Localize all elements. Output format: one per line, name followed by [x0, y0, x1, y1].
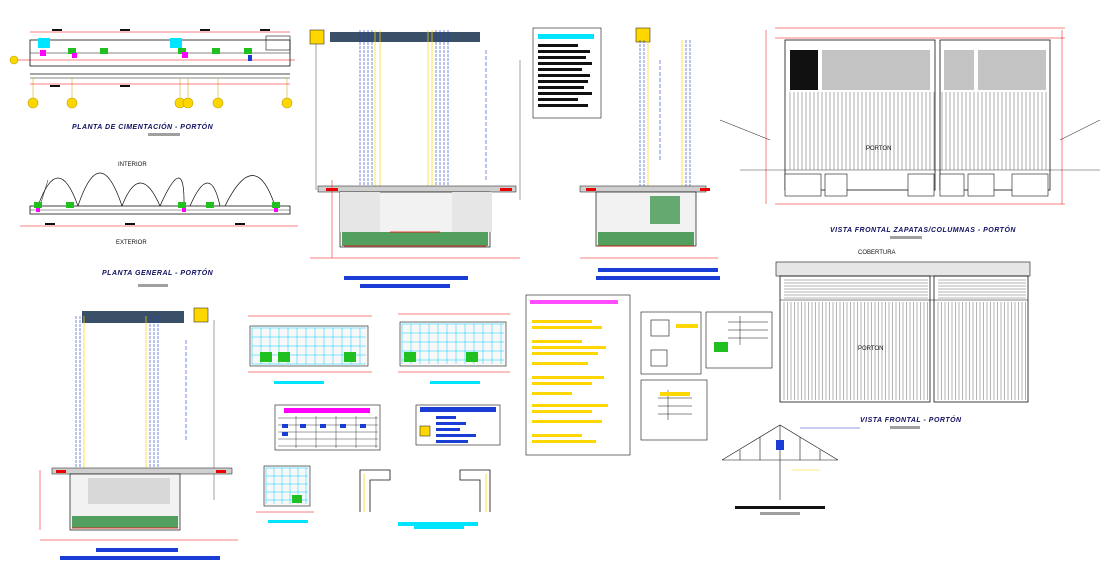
truss-detail — [721, 424, 860, 515]
footing-grid-3 — [256, 465, 314, 523]
title-front-view: VISTA FRONTAL - PORTÓN — [860, 417, 962, 424]
detail-boxes — [640, 311, 773, 441]
label-cobertura: COBERTURA — [858, 250, 896, 256]
title-front-view-footings: VISTA FRONTAL ZAPATAS/COLUMNAS - PORTÓN — [830, 227, 1016, 234]
label-interior: INTERIOR — [118, 162, 147, 168]
column-elevation-2 — [579, 27, 718, 259]
general-plan — [20, 172, 298, 227]
label-porton-1: PORTON — [866, 146, 892, 152]
foundation-plan — [9, 29, 295, 109]
notes-box-1 — [532, 27, 602, 119]
front-view — [775, 261, 1031, 403]
front-view-footings — [719, 27, 1101, 205]
specifications-block — [525, 294, 631, 456]
schedule-table-1 — [274, 404, 381, 451]
schedule-table-2 — [415, 404, 501, 446]
annotation-bars — [60, 268, 720, 560]
column-elevation-1 — [309, 29, 521, 259]
footing-grid-2 — [398, 313, 510, 384]
title-foundation-plan: PLANTA DE CIMENTACIÓN - PORTÓN — [72, 124, 214, 131]
title-general-plan: PLANTA GENERAL - PORTÓN — [102, 270, 214, 277]
label-exterior: EXTERIOR — [116, 240, 147, 246]
column-elevation-3 — [39, 307, 238, 541]
gray-underlines — [138, 133, 922, 429]
beam-details — [359, 469, 491, 529]
footing-grid-1 — [248, 315, 372, 384]
label-porton-2: PORTON — [858, 346, 884, 352]
